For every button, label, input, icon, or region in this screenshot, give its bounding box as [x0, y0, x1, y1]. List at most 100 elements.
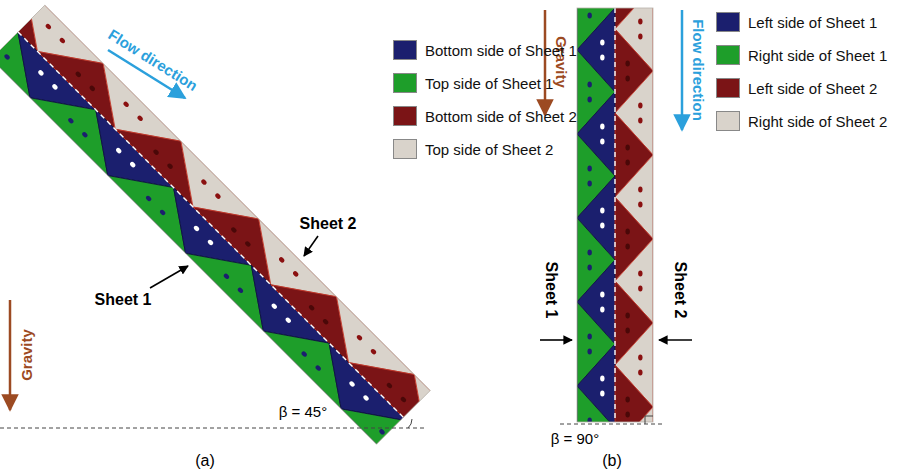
perforation [11, 7, 18, 14]
perforation [362, 394, 369, 401]
perforation [625, 412, 629, 418]
perforation [214, 192, 221, 199]
perforation [37, 69, 44, 76]
perforation [145, 195, 152, 202]
panel-caption: (b) [602, 452, 622, 470]
leader-arrow [304, 236, 318, 256]
centerline [18, 32, 403, 417]
sheet-label: Sheet 1 [542, 262, 560, 319]
perforation [600, 123, 604, 129]
perforation [587, 97, 591, 103]
perforation [278, 256, 285, 263]
perforation [638, 370, 642, 376]
perforation [152, 148, 159, 155]
perforation [587, 249, 591, 255]
perforation [244, 240, 251, 247]
perforation [600, 223, 604, 229]
horizontal-reference [560, 424, 665, 425]
legend-swatch [716, 78, 740, 98]
perforation [348, 380, 355, 387]
perforation [3, 53, 10, 60]
perforation [292, 270, 299, 277]
perforation [81, 131, 88, 138]
perforation [271, 303, 278, 310]
legend-text: Left side of Sheet 1 [748, 14, 877, 31]
legend-text: Right side of Sheet 2 [748, 113, 887, 130]
horizontal-reference [0, 428, 425, 429]
perforation [59, 37, 66, 44]
perforation [600, 139, 604, 145]
legend-swatch [716, 45, 740, 65]
perforation [285, 317, 292, 324]
channel-vertical [577, 0, 653, 474]
perforation [600, 207, 604, 213]
legend-entry: Top side of Sheet 1 [393, 73, 553, 93]
angle-label: β = 90° [551, 430, 599, 447]
perforation [587, 333, 591, 339]
legend-text: Top side of Sheet 1 [425, 75, 553, 92]
perforation [587, 165, 591, 171]
perforation [308, 304, 315, 311]
perforation [600, 307, 604, 313]
perforation [625, 396, 629, 402]
legend-swatch [393, 40, 417, 60]
perforation [370, 348, 377, 355]
perforation [638, 270, 642, 276]
perforation [587, 265, 591, 271]
perforation [625, 60, 629, 66]
perforation [587, 349, 591, 355]
perforation [400, 396, 407, 403]
perforation [115, 147, 122, 154]
gravity-label: Gravity [18, 329, 35, 381]
legend-entry: Top side of Sheet 2 [393, 139, 553, 159]
leader-arrow [659, 339, 692, 341]
perforation [386, 382, 393, 389]
legend-entry: Left side of Sheet 1 [716, 12, 877, 32]
perforation [89, 85, 96, 92]
legend-entry: Right side of Sheet 1 [716, 45, 887, 65]
perforation [301, 350, 308, 357]
perforation [315, 364, 322, 371]
perforation [392, 442, 399, 444]
right-angle-mark [645, 416, 653, 424]
perforation [625, 76, 629, 82]
centerline [614, 8, 615, 422]
perforation [207, 239, 214, 246]
legend-entry: Bottom side of Sheet 2 [393, 106, 577, 126]
perforation [625, 312, 629, 318]
flow-arrow [681, 10, 684, 130]
sheet-label: Sheet 2 [300, 215, 357, 233]
channel-outline [577, 8, 653, 422]
legend-text: Bottom side of Sheet 1 [425, 42, 577, 59]
legend-swatch [716, 12, 740, 32]
flow-label: Flow direction [689, 19, 706, 121]
sheet-pair [577, 8, 653, 422]
perforation [625, 328, 629, 334]
perforation [45, 23, 52, 30]
legend-text: Left side of Sheet 2 [748, 80, 877, 97]
perforation [625, 244, 629, 250]
perforation [600, 291, 604, 297]
panel-caption: (a) [195, 452, 215, 470]
perforation [625, 228, 629, 234]
perforation [356, 334, 363, 341]
perforation [625, 144, 629, 150]
leader-arrow [540, 339, 572, 341]
perforation [587, 81, 591, 87]
perforation [625, 160, 629, 166]
perforation [159, 209, 166, 216]
perforation [166, 162, 173, 169]
sheet-1-facet [577, 386, 615, 422]
perforation [322, 318, 329, 325]
legend-entry: Bottom side of Sheet 1 [393, 40, 577, 60]
sheet-1-facet [380, 421, 430, 444]
perforation [378, 428, 385, 435]
legend-swatch [393, 106, 417, 126]
legend-swatch [393, 139, 417, 159]
angle-label: β = 45° [279, 403, 327, 420]
perforation [638, 354, 642, 360]
perforation [638, 286, 642, 292]
channel-outline [0, 5, 430, 444]
